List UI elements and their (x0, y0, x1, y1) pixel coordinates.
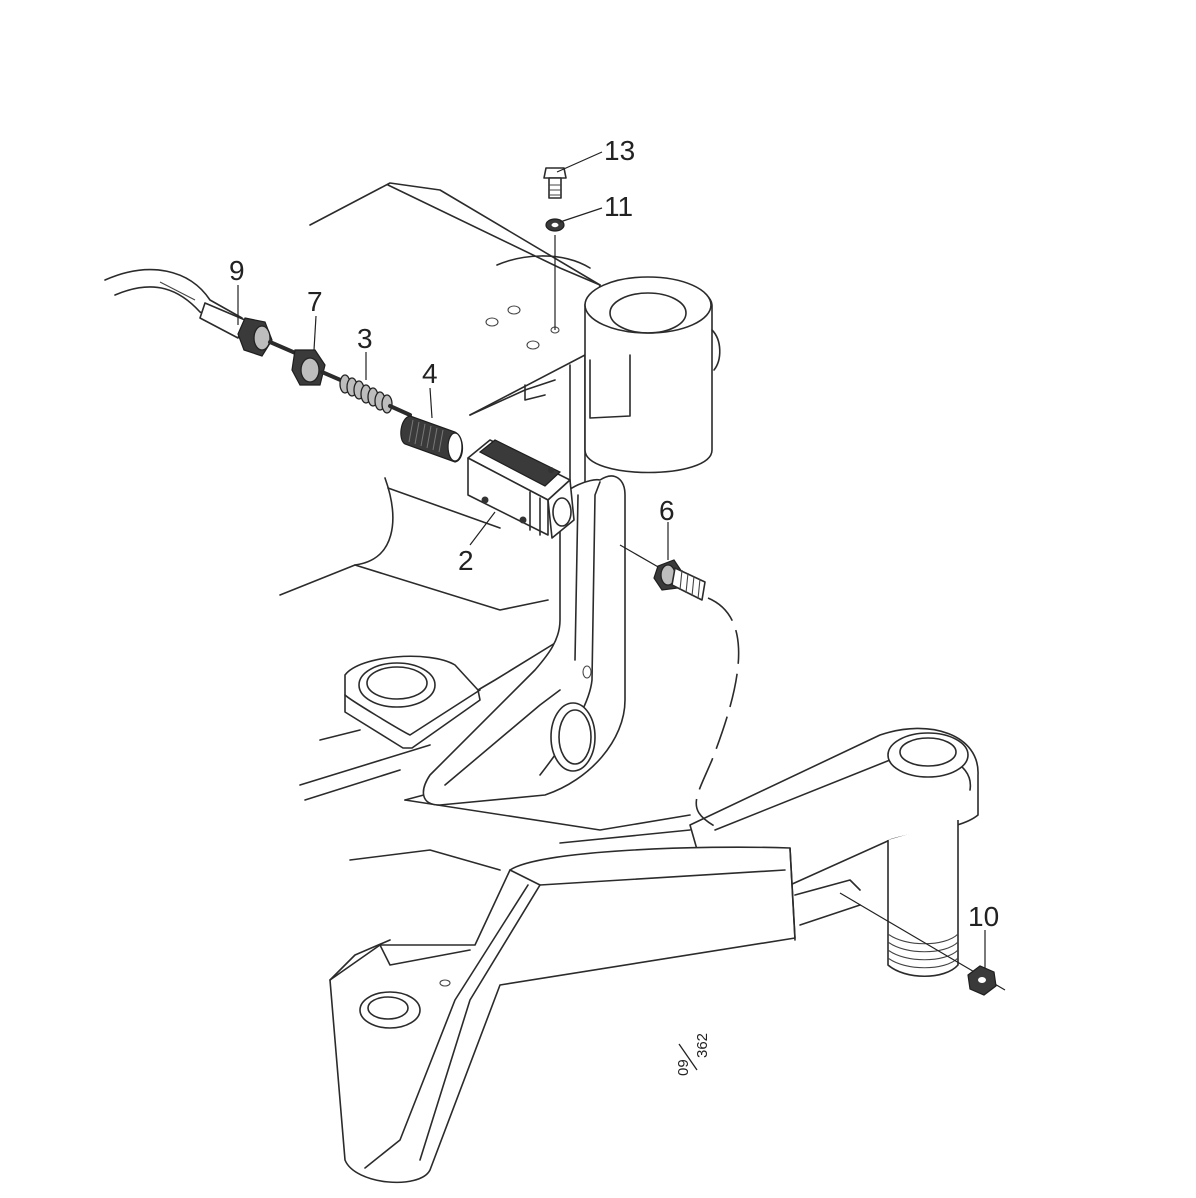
bolt-13 (543, 167, 567, 330)
vertical-bracket (422, 475, 626, 806)
callout-2: 2 (458, 545, 474, 576)
callout-9: 9 (229, 255, 245, 286)
knurled-sleeve-4 (400, 415, 464, 463)
cylinder-boss (584, 276, 721, 474)
screw-6 (619, 544, 706, 601)
callout-3: 3 (357, 323, 373, 354)
drawing-ref-bottom: 362 (694, 1033, 711, 1058)
callout-4: 4 (422, 358, 438, 389)
mounting-lug (344, 639, 561, 749)
drawing-ref-top: 09 (675, 1059, 692, 1076)
callout-leaders (237, 151, 986, 968)
spring-3 (339, 374, 393, 414)
pedal-lever (329, 727, 979, 1184)
callout-6: 6 (659, 495, 675, 526)
callout-13: 13 (604, 135, 635, 166)
nut-10 (839, 892, 1006, 996)
cable-assembly (104, 268, 575, 539)
washer-11 (545, 218, 565, 232)
cable-dashed (695, 597, 740, 829)
callout-10: 10 (968, 901, 999, 932)
callout-7: 7 (307, 286, 323, 317)
callout-11: 11 (604, 191, 633, 222)
drawing-reference: 09 362 (675, 1033, 711, 1076)
block-2 (467, 439, 575, 539)
